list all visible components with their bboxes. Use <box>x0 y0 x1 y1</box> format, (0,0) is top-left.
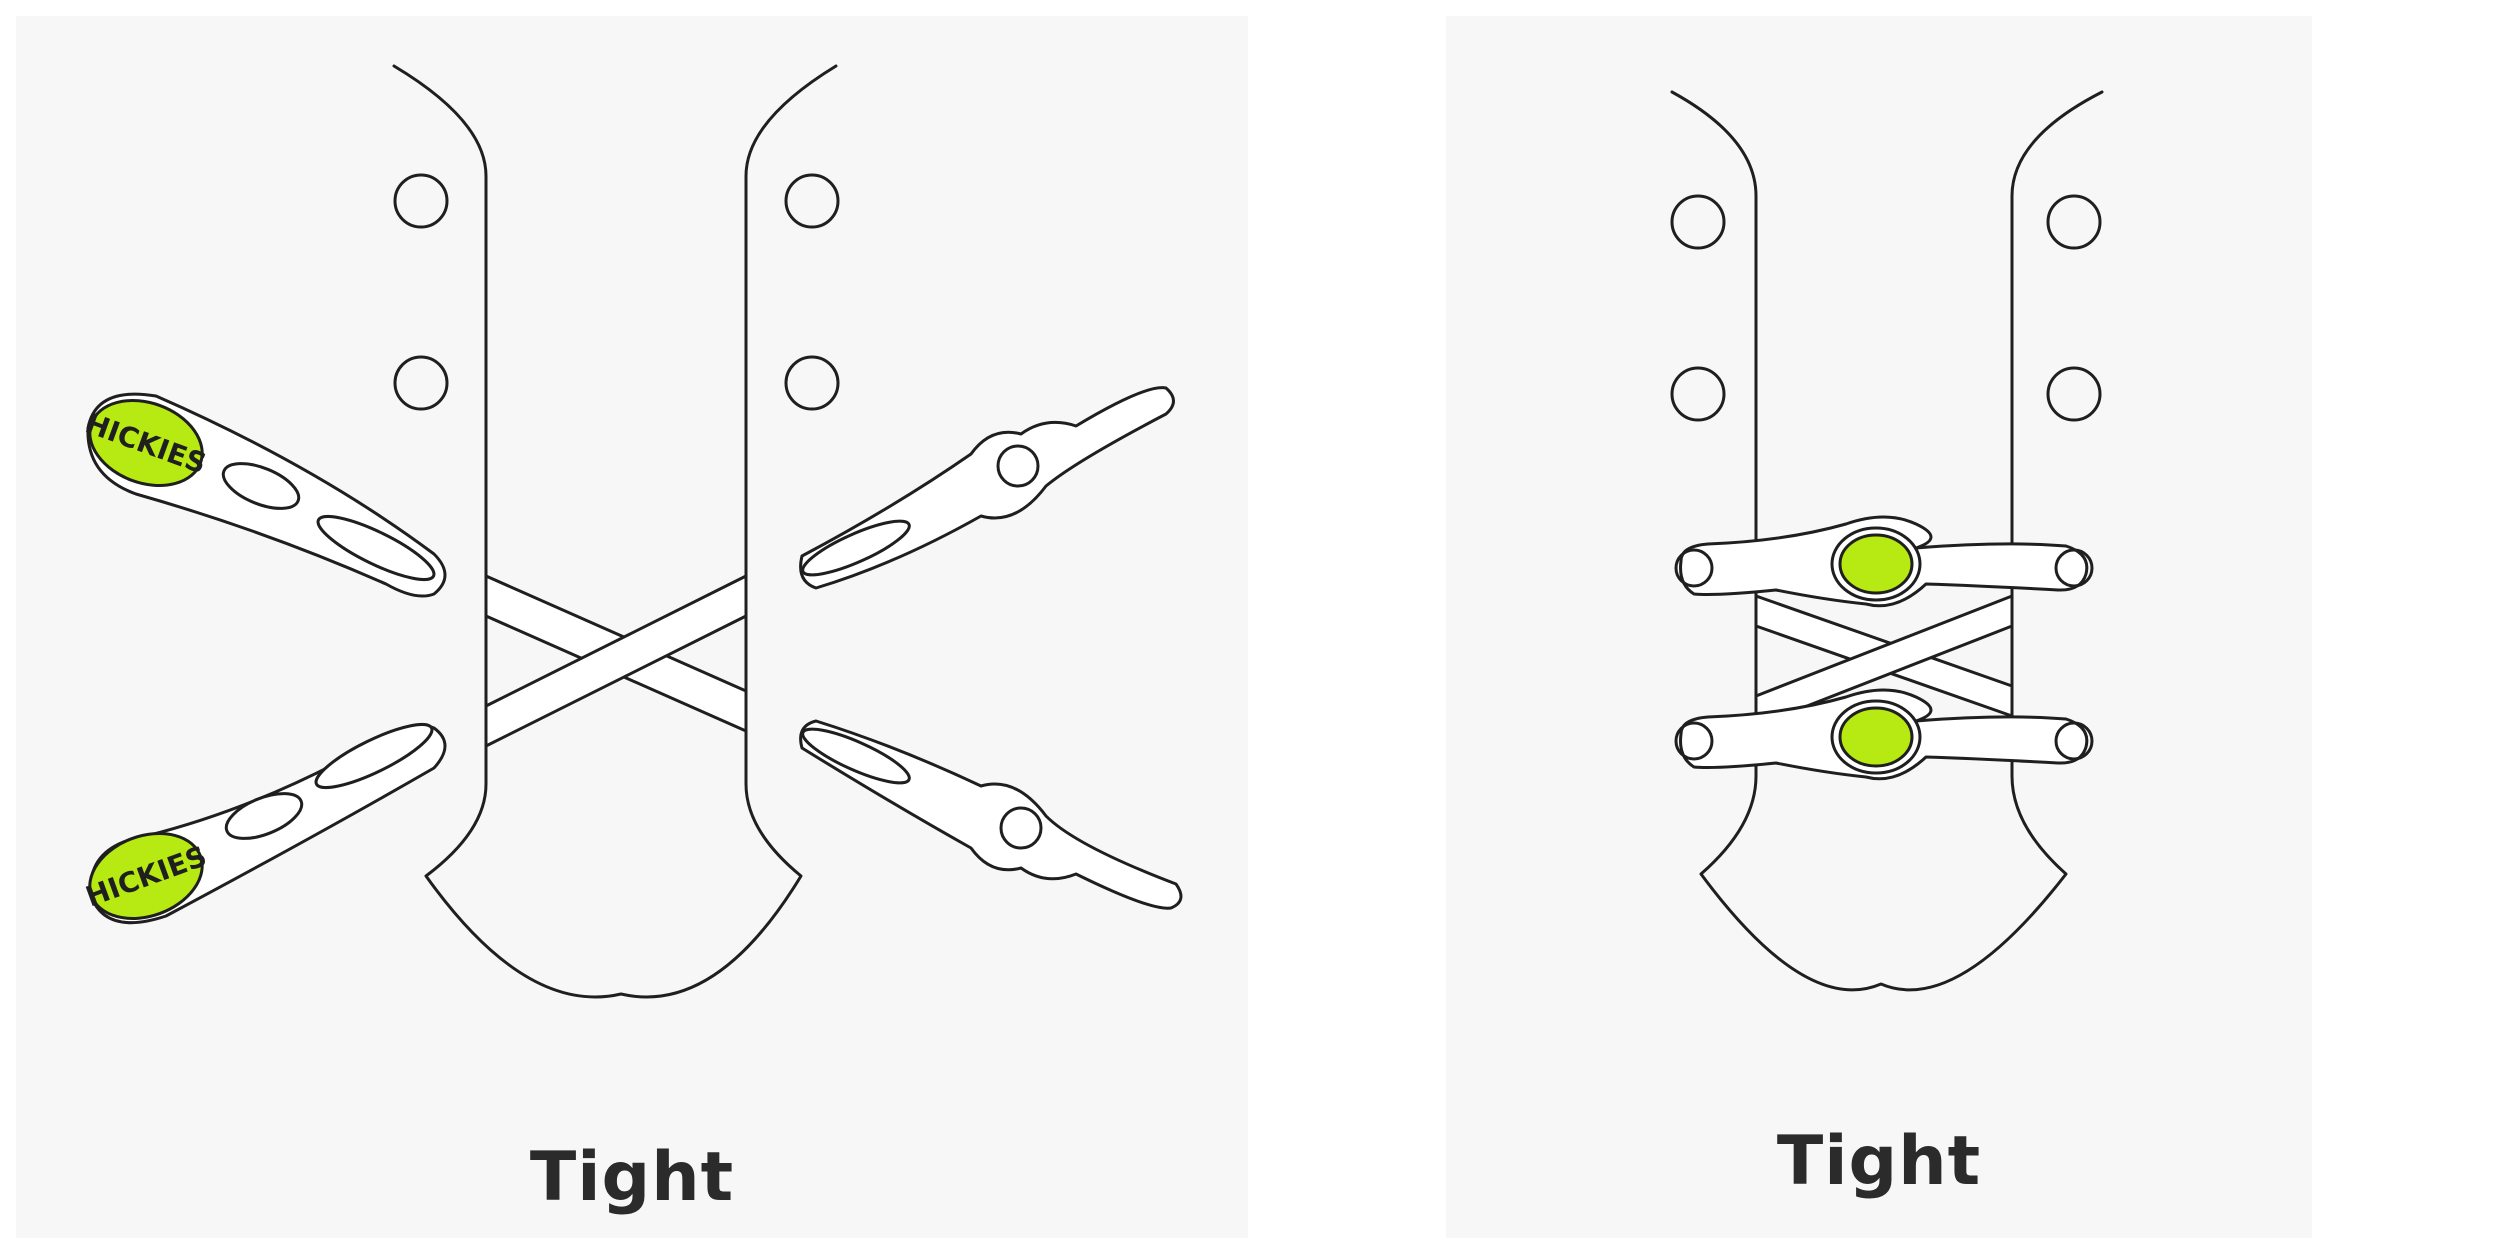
lace-upper-left: HICKIES <box>81 392 447 598</box>
shoe-lacing-diagram-left: HICKIES HICKIES <box>81 64 1183 999</box>
crossing-straps <box>484 574 748 748</box>
eyelet <box>784 355 840 411</box>
diagram-panel-right: Tight <box>1446 16 2312 1238</box>
eyelet <box>393 173 449 229</box>
lace-upper-fastened <box>1674 515 2094 608</box>
eyelet <box>1670 194 1726 250</box>
eyelet <box>1670 366 1726 422</box>
accent-badge <box>1838 706 1914 768</box>
eyelet <box>393 355 449 411</box>
brand-badge <box>88 398 204 488</box>
lace-upper-right <box>799 386 1175 590</box>
lace-lower-left: HICKIES <box>81 722 447 925</box>
diagram-caption: Tight <box>1776 1122 1982 1201</box>
brand-badge <box>88 831 204 921</box>
eyelet <box>2046 366 2102 422</box>
accent-badge <box>1838 533 1914 595</box>
eyelet <box>2046 194 2102 250</box>
lace-lower-fastened <box>1674 688 2094 781</box>
crossing-straps <box>1754 594 2014 728</box>
eyelet <box>784 173 840 229</box>
shoe-outline <box>392 64 838 999</box>
diagram-panel-left: HICKIES HICKIES Tight <box>16 16 1248 1238</box>
diagram-caption: Tight <box>529 1138 735 1217</box>
lace-lower-right <box>799 719 1183 910</box>
shoe-lacing-diagram-right <box>1670 90 2104 992</box>
